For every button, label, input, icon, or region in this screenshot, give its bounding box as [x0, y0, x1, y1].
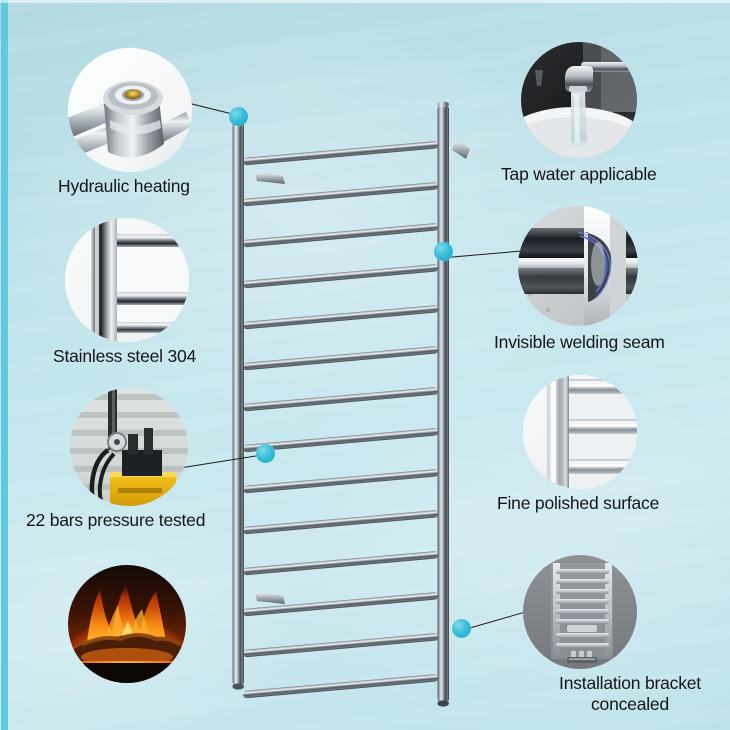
- feature-fine-polished-surface[interactable]: Fine polished surface: [497, 375, 659, 513]
- thumb-pressure-tested: [70, 388, 188, 506]
- wall-mounted-rail-photo: [523, 555, 637, 669]
- feature-installation-bracket-concealed[interactable]: Installation bracket concealed: [523, 555, 701, 714]
- thumb-tap-water-applicable: [521, 42, 637, 158]
- weld-joint-closeup-photo: [518, 206, 638, 326]
- pressure-test-pump-photo: [70, 388, 188, 506]
- caption-hydraulic-heating: Hydraulic heating: [58, 176, 190, 196]
- running-tap-photo: [521, 42, 637, 158]
- feature-hydraulic-heating[interactable]: Hydraulic heating: [58, 48, 192, 196]
- rail-post-right: [437, 101, 449, 707]
- rail-post-left: [232, 117, 244, 690]
- rail-rungs: [242, 141, 439, 699]
- caption-installation-bracket-concealed: Installation bracket concealed: [559, 673, 701, 714]
- caption-pressure-tested: 22 bars pressure tested: [26, 510, 206, 530]
- feature-stainless-steel-304[interactable]: Stainless steel 304: [53, 218, 196, 366]
- caption-invisible-welding-seam: Invisible welding seam: [494, 332, 665, 352]
- thumb-installation-bracket: [523, 555, 637, 669]
- thumb-fine-polished-surface: [523, 375, 637, 489]
- burning-fireplace-photo: [68, 565, 186, 683]
- feature-pressure-tested[interactable]: 22 bars pressure tested: [26, 388, 205, 530]
- valve-fitting-photo: [68, 48, 192, 172]
- caption-stainless-steel-304: Stainless steel 304: [53, 346, 197, 366]
- left-accent-stripe: [1, 0, 8, 730]
- rail-hook-pegs: [255, 140, 470, 604]
- connector-dot-hydraulic-heating[interactable]: [229, 107, 248, 126]
- connector-dot-pressure-tested[interactable]: [256, 444, 275, 463]
- polished-rungs-photo: [523, 375, 637, 489]
- caption-tap-water-applicable: Tap water applicable: [501, 164, 657, 184]
- thumb-invisible-welding-seam: [518, 206, 638, 326]
- connector-dot-welding-seam[interactable]: [434, 242, 453, 261]
- feature-fireplace[interactable]: [68, 565, 186, 683]
- feature-invisible-welding-seam[interactable]: Invisible welding seam: [494, 206, 665, 352]
- thumb-fireplace: [68, 565, 186, 683]
- connector-dot-installation-bracket[interactable]: [452, 619, 471, 638]
- thumb-hydraulic-heating: [68, 48, 192, 172]
- thumb-stainless-steel-304: [65, 218, 189, 342]
- feature-tap-water-applicable[interactable]: Tap water applicable: [501, 42, 657, 184]
- caption-fine-polished-surface: Fine polished surface: [497, 493, 660, 513]
- top-highlight-strip: [0, 0, 730, 3]
- polished-tube-edge-photo: [65, 218, 189, 342]
